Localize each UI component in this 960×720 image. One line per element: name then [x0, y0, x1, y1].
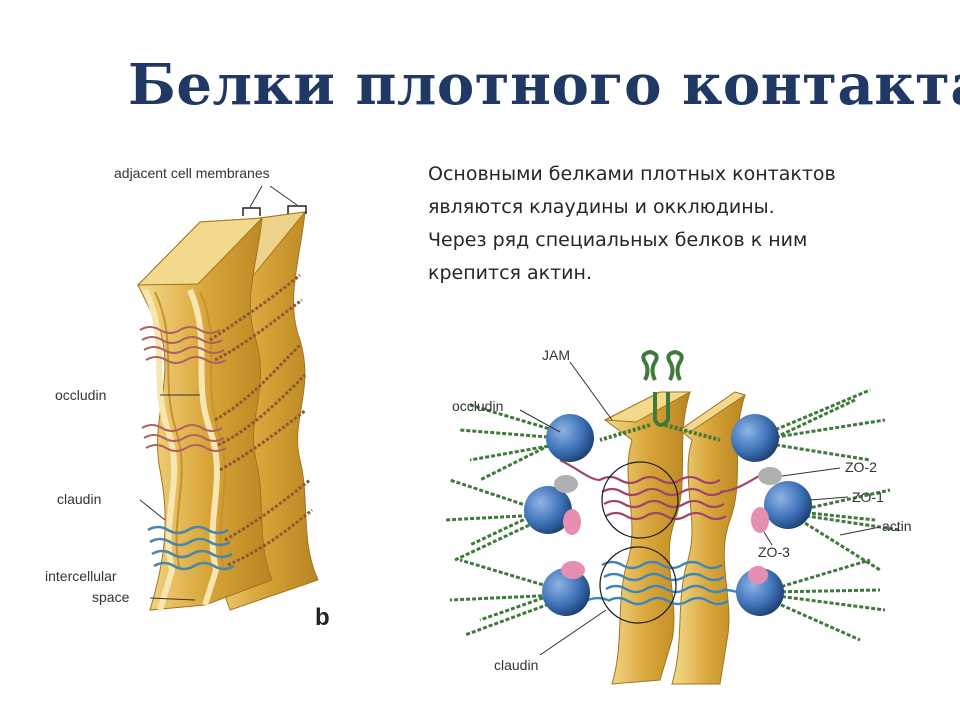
label-claudin-right: claudin — [494, 657, 538, 673]
panel-letter: b — [315, 604, 330, 631]
claudin-strands — [147, 525, 235, 571]
description-line: Основными белками плотных контактов — [428, 163, 836, 185]
highlight-circle-top — [601, 461, 679, 539]
label-intercellular: intercellular — [45, 568, 117, 584]
left-junction-diagram: adjacent cell membranes occludin claudin… — [45, 165, 330, 631]
label-jam: JAM — [542, 347, 570, 363]
description-text: Основными белками плотных контактов явля… — [428, 158, 928, 290]
description-line: Через ряд специальных белков к ним — [428, 229, 808, 251]
label-space: space — [92, 589, 130, 605]
highlight-circle-bottom — [599, 546, 677, 624]
jam-protein — [641, 349, 684, 427]
label-zo3: ZO-3 — [758, 544, 790, 560]
description-line: крепится актин. — [428, 262, 592, 284]
actin-fibers — [209, 273, 313, 567]
label-adjacent-membranes: adjacent cell membranes — [114, 165, 270, 181]
claudin-strands-right — [569, 560, 761, 611]
label-zo2: ZO-2 — [845, 459, 877, 475]
membrane-right — [671, 391, 746, 685]
occludin-strands — [139, 326, 227, 452]
label-actin: actin — [882, 518, 912, 534]
label-occludin: occludin — [55, 387, 106, 403]
label-occludin-right: occludin — [452, 398, 503, 414]
right-junction-diagram: JAM occludin ZO-2 ZO-1 actin ZO-3 claudi… — [444, 347, 912, 685]
label-zo1: ZO-1 — [852, 489, 884, 505]
zo-proteins — [524, 414, 812, 616]
description-line: являются клаудины и окклюдины. — [428, 196, 775, 218]
membrane-left — [604, 391, 691, 685]
label-claudin: claudin — [57, 491, 101, 507]
page-title: Белки плотного контакта — [128, 52, 960, 118]
